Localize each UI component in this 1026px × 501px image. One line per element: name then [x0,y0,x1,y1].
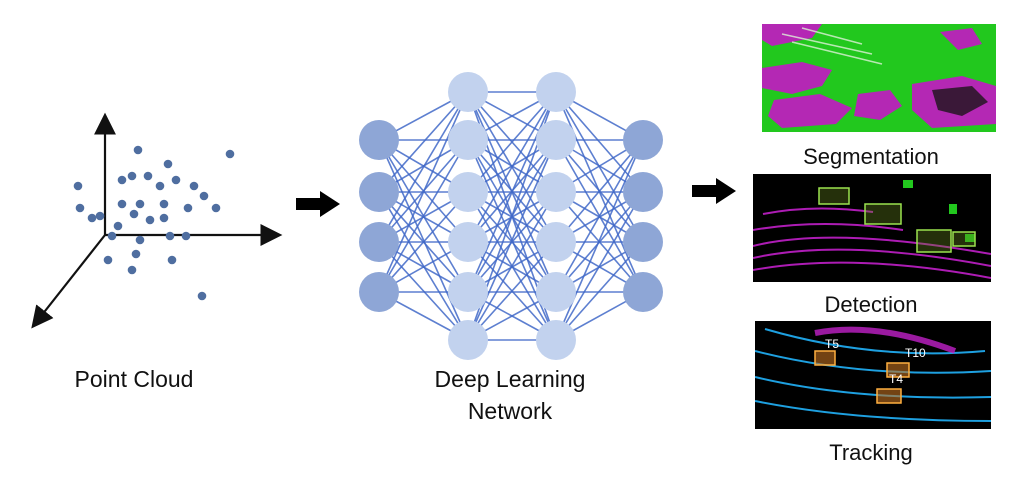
point-cloud-dot [145,215,155,225]
point-cloud-dot [107,231,117,241]
network-edge [378,191,469,293]
detection-label: Detection [824,292,918,317]
network-edge [555,139,644,341]
right-arrow-icon [296,191,340,217]
point-cloud-dot [73,181,83,191]
tracking-label: Tracking [829,440,913,465]
tracking-tag: T5 [825,337,839,351]
network-edge [378,191,469,341]
network-edge [378,139,469,293]
tracking-tag: T4 [889,372,903,386]
point-cloud-dot [165,231,175,241]
network-edges [378,91,644,341]
network-node-layer-2 [448,120,488,160]
network-node-layer-1 [359,272,399,312]
network-label-line2: Network [467,398,553,424]
network-node-layer-4 [623,222,663,262]
network-edge [555,241,644,341]
point-cloud-dot [159,199,169,209]
point-cloud-dot [113,221,123,231]
network-edge [467,191,557,293]
network-edge [467,91,557,243]
point-cloud-dots [73,145,235,301]
point-cloud-dot [87,213,97,223]
point-cloud-dot [95,211,105,221]
tracking-image: T5 T10 T4 [755,321,991,429]
detection-image [753,174,991,282]
point-cloud-dot [155,181,165,191]
network-edge [555,91,644,243]
network-node-layer-2 [448,72,488,112]
point-cloud-dot [171,175,181,185]
network-node-layer-4 [623,272,663,312]
point-cloud-dot [135,199,145,209]
point-cloud-dot [117,175,127,185]
point-cloud-dot [129,209,139,219]
point-cloud-plot [31,112,283,329]
point-cloud-dot [163,159,173,169]
point-cloud-dot [135,235,145,245]
point-cloud-dot [143,171,153,181]
network-node-layer-1 [359,172,399,212]
y-axis [31,234,106,329]
network-node-layer-4 [623,120,663,160]
network-nodes [359,72,663,360]
point-cloud-dot [225,149,235,159]
point-cloud-dot [127,265,137,275]
tracking-tag: T10 [905,346,926,360]
network-edge [378,91,469,243]
point-cloud-dot [181,231,191,241]
network-edge [467,139,557,341]
point-cloud-dot [197,291,207,301]
point-cloud-dot [103,255,113,265]
network-node-layer-3 [536,320,576,360]
point-cloud-dot [75,203,85,213]
point-cloud-label: Point Cloud [74,366,194,392]
point-cloud-dot [167,255,177,265]
network-edge [555,139,644,243]
point-cloud-dot [199,191,209,201]
point-cloud-dot [117,199,127,209]
point-cloud-dot [189,181,199,191]
network-node-layer-3 [536,172,576,212]
network-edge [467,91,557,193]
network-node-layer-4 [623,172,663,212]
point-cloud-dot [159,213,169,223]
segmentation-image [762,24,996,132]
point-cloud-dot [133,145,143,155]
network-edge [378,91,469,293]
segmentation-label: Segmentation [803,144,939,169]
network-node-layer-3 [536,72,576,112]
point-cloud-dot [127,171,137,181]
network-edge [555,139,644,293]
point-cloud-dot [131,249,141,259]
neural-network [359,72,663,360]
network-node-layer-2 [448,320,488,360]
network-label-line1: Deep Learning [434,366,586,392]
point-cloud-dot [211,203,221,213]
network-node-layer-1 [359,120,399,160]
network-node-layer-3 [536,120,576,160]
network-node-layer-3 [536,272,576,312]
network-edge [378,139,469,341]
network-node-layer-2 [448,272,488,312]
network-node-layer-1 [359,222,399,262]
network-node-layer-3 [536,222,576,262]
network-edge [467,191,557,341]
right-arrow-icon [692,178,736,204]
point-cloud-dot [183,203,193,213]
network-node-layer-2 [448,172,488,212]
network-node-layer-2 [448,222,488,262]
network-edge [467,91,557,293]
network-edge [378,91,469,193]
network-edge [467,241,557,341]
network-edge [555,191,644,341]
